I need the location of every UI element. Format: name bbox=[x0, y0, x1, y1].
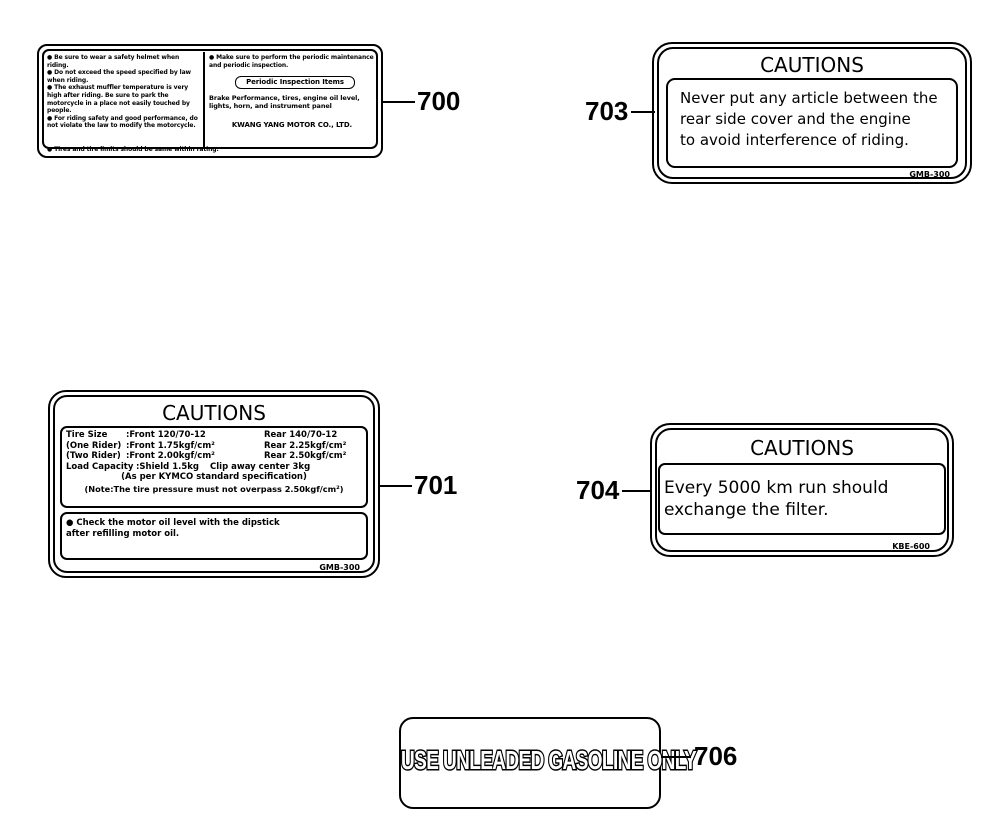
label-704-title: CAUTIONS bbox=[750, 436, 854, 460]
label-701-tire-row: (Two Rider) :Front 2.00kgf/cm² Rear 2.50… bbox=[66, 451, 346, 462]
label-703-line: rear side cover and the engine bbox=[680, 110, 911, 128]
label-701-code: GMB-300 bbox=[319, 563, 360, 572]
label-701-tire-table: Tire Size :Front 120/70-12 Rear 140/70-1… bbox=[66, 430, 346, 472]
label-701-load-value: :Shield 1.5kg bbox=[136, 461, 200, 472]
label-701-callout: 701 bbox=[414, 470, 458, 500]
label-706-leader-line bbox=[661, 756, 691, 758]
label-704-callout: 704 bbox=[576, 475, 620, 505]
label-701-title: CAUTIONS bbox=[162, 401, 266, 425]
label-701-row-rear: Rear 140/70-12 bbox=[264, 430, 338, 440]
label-701-load-label: Load Capacity bbox=[66, 461, 134, 472]
label-701: CAUTIONS Tire Size :Front 120/70-12 Rear… bbox=[48, 390, 380, 578]
label-703-title: CAUTIONS bbox=[760, 53, 864, 77]
label-704: CAUTIONS Every 5000 km run should exchan… bbox=[650, 423, 954, 557]
label-701-leader-line bbox=[380, 485, 412, 487]
label-701-tire-box bbox=[60, 426, 368, 508]
label-703-callout: 703 bbox=[585, 96, 629, 126]
label-701-row-front: :Front 2.00kgf/cm² bbox=[126, 451, 215, 461]
label-701-tire-row: Tire Size :Front 120/70-12 Rear 140/70-1… bbox=[66, 430, 346, 441]
label-701-row-label: Tire Size bbox=[66, 430, 108, 440]
label-700-company: KWANG YANG MOTOR CO., LTD. bbox=[231, 121, 353, 129]
label-700-inspection-box: Periodic Inspection Items bbox=[235, 76, 355, 89]
label-701-load-center: Clip away center 3kg bbox=[210, 461, 311, 472]
label-706-text: USE UNLEADED GASOLINE ONLY bbox=[400, 746, 698, 777]
label-701-row-rear: Rear 2.25kgf/cm² bbox=[264, 440, 347, 451]
label-700: ● Be sure to wear a safety helmet when r… bbox=[37, 44, 383, 158]
label-701-row-front: :Front 1.75kgf/cm² bbox=[126, 440, 215, 451]
label-701-load-row: Load Capacity :Shield 1.5kg Clip away ce… bbox=[66, 462, 346, 473]
label-701-row-label: (Two Rider) bbox=[66, 451, 121, 461]
label-700-bottom-line: ● Tires and tire limits should be same w… bbox=[47, 146, 219, 153]
label-704-outer-inset bbox=[655, 428, 949, 552]
label-706: USE UNLEADED GASOLINE ONLY bbox=[399, 717, 698, 809]
label-704-line: exchange the filter. bbox=[664, 500, 829, 520]
label-700-callout: 700 bbox=[417, 86, 461, 116]
label-703-leader-line bbox=[631, 111, 655, 113]
label-700-left-line: ● Be sure to wear a safety helmet when r… bbox=[47, 54, 180, 69]
label-701-row-front: :Front 120/70-12 bbox=[126, 430, 206, 440]
label-700-divider bbox=[203, 52, 205, 148]
label-700-left-line: ● For riding safety and good performance… bbox=[47, 114, 198, 130]
label-700-right-top: ● Make sure to perform the periodic main… bbox=[209, 54, 374, 69]
label-701-oil-note: ● Check the motor oil level with the dip… bbox=[66, 518, 280, 539]
label-703-code: GMB-300 bbox=[909, 170, 950, 179]
label-703-outer-inset bbox=[657, 47, 967, 179]
label-700-inner-frame bbox=[42, 49, 378, 149]
label-700-left-text: ● Be sure to wear a safety helmet when r… bbox=[47, 54, 199, 130]
label-706-callout: 706 bbox=[694, 741, 738, 771]
label-701-spec-note: (As per KYMCO standard specification) bbox=[121, 472, 307, 482]
label-700-leader-line bbox=[383, 101, 415, 103]
label-700-left-line: ● Do not exceed the speed specified by l… bbox=[47, 69, 191, 84]
label-704-body: Every 5000 km run should exchange the fi… bbox=[664, 477, 888, 521]
label-700-inspection-items: Brake Performance, tires, engine oil lev… bbox=[209, 94, 360, 110]
label-701-outer-inset bbox=[53, 395, 375, 573]
label-703: CAUTIONS Never put any article between t… bbox=[652, 42, 972, 184]
label-701-row-rear: Rear 2.50kgf/cm² bbox=[264, 451, 347, 461]
label-701-row-label: (One Rider) bbox=[66, 440, 122, 451]
label-704-line: Every 5000 km run should bbox=[664, 478, 889, 498]
label-700-left-line: ● The exhaust muffler temperature is ver… bbox=[47, 84, 190, 115]
label-703-body: Never put any article between the rear s… bbox=[680, 88, 938, 151]
label-703-line: Never put any article between the bbox=[680, 89, 938, 107]
label-701-oil-box bbox=[60, 512, 368, 560]
label-704-leader-line bbox=[622, 490, 652, 492]
label-703-line: to avoid interference of riding. bbox=[680, 131, 909, 149]
label-703-text-box bbox=[666, 78, 958, 168]
label-704-code: KBE-600 bbox=[892, 542, 930, 551]
label-704-text-box bbox=[658, 463, 946, 535]
label-701-tire-row: (One Rider) :Front 1.75kgf/cm² Rear 2.25… bbox=[66, 441, 346, 452]
label-701-pressure-note: (Note:The tire pressure must not overpas… bbox=[84, 484, 344, 494]
